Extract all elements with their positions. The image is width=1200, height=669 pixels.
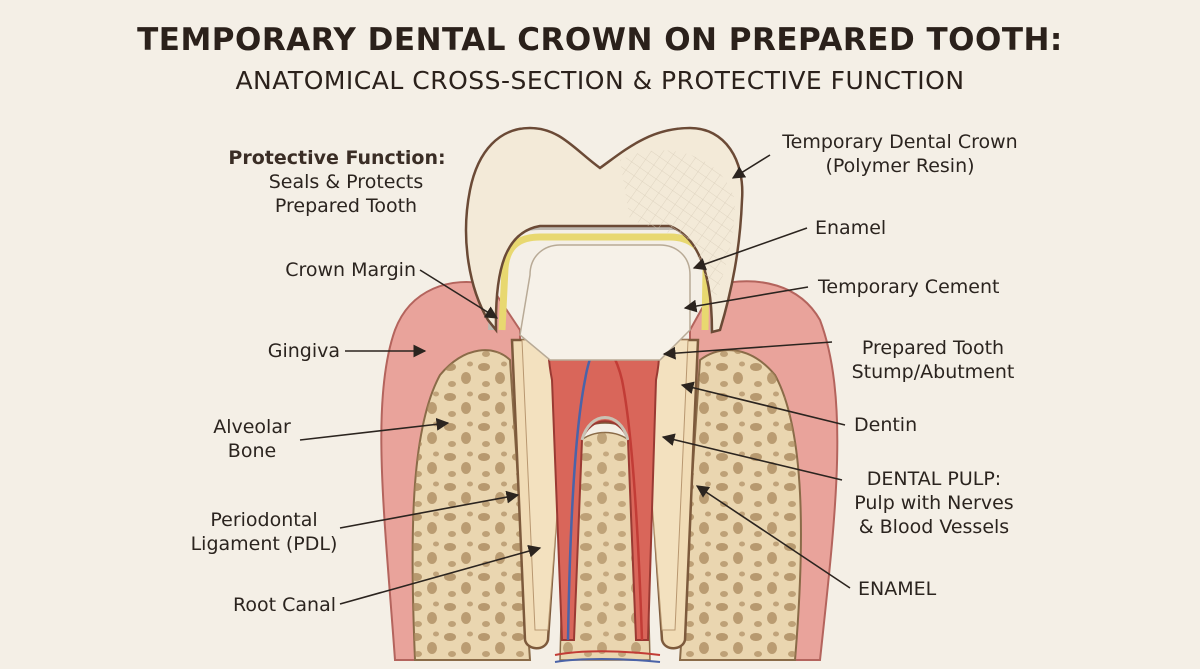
pulp-line2: Pulp with Nerves <box>854 492 1014 514</box>
gingiva-label: Gingiva <box>267 340 340 362</box>
arrow-crown-margin <box>419 269 499 319</box>
protective-title: Protective Function: <box>228 147 446 169</box>
prepared-stump <box>519 244 691 361</box>
enamel-lower-label: ENAMEL <box>858 578 937 600</box>
arrow-stump <box>662 341 833 360</box>
pulp-line1: DENTAL PULP: <box>866 468 1002 490</box>
temp-crown-line2: (Polymer Resin) <box>825 155 975 177</box>
arrow-alveolar <box>299 417 450 441</box>
dental-pulp-label: DENTAL PULP: Pulp with Nerves & Blood Ve… <box>840 467 1028 539</box>
root-canal-label: Root Canal <box>233 594 336 616</box>
arrow-enamel <box>692 227 808 271</box>
temp-crown-line1: Temporary Dental Crown <box>782 131 1018 153</box>
arrow-pdl <box>339 490 520 529</box>
temporary-crown-label: Temporary Dental Crown (Polymer Resin) <box>772 130 1028 178</box>
protective-line3: Prepared Tooth <box>274 195 418 217</box>
pulp-line3: & Blood Vessels <box>858 516 1010 538</box>
pdl-line1: Periodontal <box>210 509 318 531</box>
alveolar-line1: Alveolar <box>213 416 291 438</box>
dentin-label: Dentin <box>854 414 918 436</box>
pdl-line2: Ligament (PDL) <box>190 533 338 555</box>
alveolar-bone-label: Alveolar Bone <box>206 415 298 463</box>
prepared-stump-label: Prepared Tooth Stump/Abutment <box>838 336 1028 384</box>
arrow-root-canal <box>339 544 542 605</box>
arrow-dentin <box>680 381 846 426</box>
stump-line1: Prepared Tooth <box>861 337 1005 359</box>
pdl-label: Periodontal Ligament (PDL) <box>190 508 338 556</box>
arrow-enamel-lower <box>695 485 851 589</box>
enamel-label: Enamel <box>815 217 887 239</box>
protective-function-label: Protective Function: Seals & Protects Pr… <box>218 146 456 218</box>
arrow-temp-crown <box>731 154 771 179</box>
arrow-pulp <box>661 433 843 481</box>
protective-line2: Seals & Protects <box>268 171 424 193</box>
stump-line2: Stump/Abutment <box>851 361 1015 383</box>
page-title: TEMPORARY DENTAL CROWN ON PREPARED TOOTH… <box>137 22 1063 58</box>
temporary-cement-label: Temporary Cement <box>818 276 1000 298</box>
alveolar-line2: Bone <box>227 440 277 462</box>
arrow-temp-cement <box>683 286 809 313</box>
page-subtitle: ANATOMICAL CROSS-SECTION & PROTECTIVE FU… <box>235 66 965 95</box>
crown-margin-label: Crown Margin <box>285 259 416 281</box>
